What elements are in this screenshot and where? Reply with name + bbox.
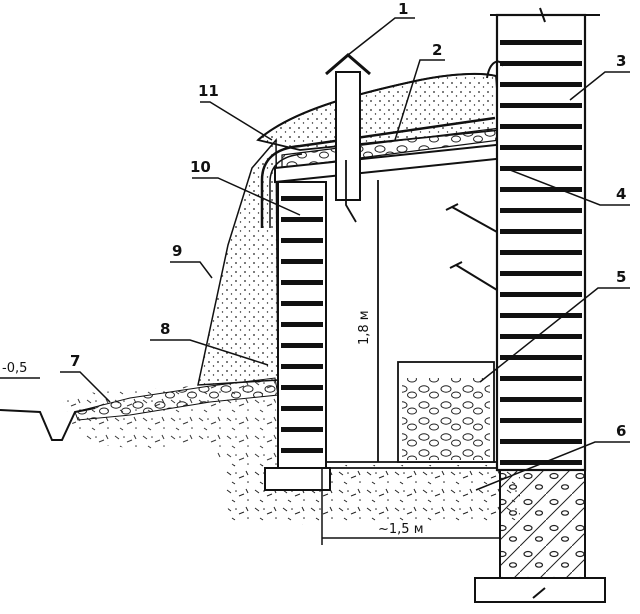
mortar-joint — [500, 271, 582, 276]
mortar-joint — [500, 250, 582, 255]
mortar-joint — [281, 385, 323, 390]
callout-8: 8 — [160, 320, 170, 338]
mortar-joint — [500, 145, 582, 150]
mortar-joint — [500, 313, 582, 318]
callout-10: 10 — [190, 158, 211, 176]
callout-2: 2 — [432, 41, 442, 59]
mortar-joint — [500, 292, 582, 297]
callout-7: 7 — [70, 352, 80, 370]
footing-break — [532, 587, 546, 599]
mortar-joint — [500, 208, 582, 213]
mortar-joint — [281, 406, 323, 411]
mortar-joint — [281, 364, 323, 369]
gutter-hook — [486, 60, 504, 79]
callout-1: 1 — [398, 0, 408, 18]
mortar-joint — [281, 322, 323, 327]
foundation — [499, 469, 586, 579]
turf-line — [257, 72, 497, 141]
callout-9: 9 — [172, 242, 182, 260]
shelf-bracket-lower — [449, 261, 498, 291]
mortar-joint — [500, 229, 582, 234]
callout-4: 4 — [616, 185, 626, 203]
height-dimension: 1,8 м — [357, 310, 372, 345]
mortar-joint — [500, 61, 582, 66]
mortar-joint — [500, 460, 582, 465]
vent-pipe — [335, 71, 361, 201]
callout-5: 5 — [616, 268, 626, 286]
left-wall-bricks — [281, 196, 323, 453]
earth-bank — [197, 137, 279, 386]
bin-contents — [402, 378, 490, 460]
mortar-joint — [281, 217, 323, 222]
vent-pipe-inner — [345, 160, 357, 223]
width-dimension-line — [321, 468, 500, 545]
mortar-joint — [281, 259, 323, 264]
callout-6: 6 — [616, 422, 626, 440]
mortar-joint — [281, 280, 323, 285]
mortar-joint — [281, 343, 323, 348]
mortar-joint — [500, 40, 582, 45]
shelf-bracket-upper — [445, 203, 498, 233]
leader-lines — [60, 17, 630, 491]
mortar-joint — [500, 418, 582, 423]
mortar-joint — [500, 439, 582, 444]
width-dimension: ~1,5 м — [378, 522, 424, 537]
mortar-joint — [500, 82, 582, 87]
mortar-joint — [281, 427, 323, 432]
mortar-joint — [500, 334, 582, 339]
mortar-joint — [500, 355, 582, 360]
wall-top-break — [490, 7, 600, 23]
callout-3: 3 — [616, 52, 626, 70]
mortar-joint — [281, 238, 323, 243]
mortar-joint — [500, 124, 582, 129]
level-mark: -0,5 — [2, 361, 27, 376]
house-wall-bricks — [500, 40, 582, 465]
mortar-joint — [500, 166, 582, 171]
mortar-joint — [500, 187, 582, 192]
left-footing — [264, 467, 331, 491]
waterproof-layer-inner — [269, 153, 303, 228]
mortar-joint — [500, 397, 582, 402]
mortar-joint — [281, 301, 323, 306]
mortar-joint — [500, 376, 582, 381]
callout-11: 11 — [198, 82, 219, 100]
mortar-joint — [281, 448, 323, 453]
mortar-joint — [500, 103, 582, 108]
foundation-footing — [474, 577, 606, 603]
waterproof-layer — [260, 116, 496, 228]
mortar-joint — [281, 196, 323, 201]
